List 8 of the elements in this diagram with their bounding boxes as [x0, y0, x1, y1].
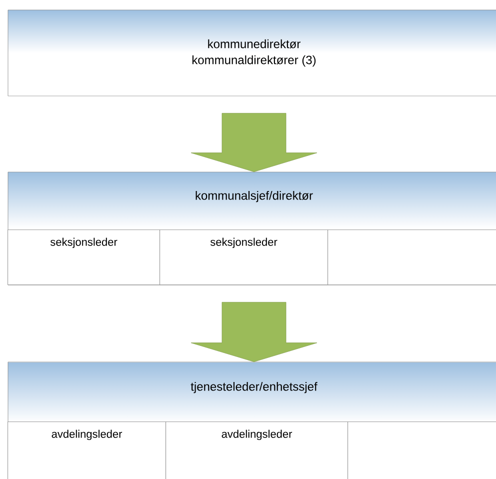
- node-label: avdelingsleder: [222, 430, 292, 440]
- org-box: kommunedirektør kommunaldirektører (3): [8, 10, 496, 96]
- role-cell: avdelingsleder: [166, 422, 348, 479]
- block-arrow: [190, 302, 318, 362]
- block-arrow: [190, 113, 318, 172]
- role-cell: seksjonsleder: [160, 230, 328, 285]
- role-cell: seksjonsleder: [8, 230, 160, 285]
- role-cell: avdelingsleder: [8, 422, 166, 479]
